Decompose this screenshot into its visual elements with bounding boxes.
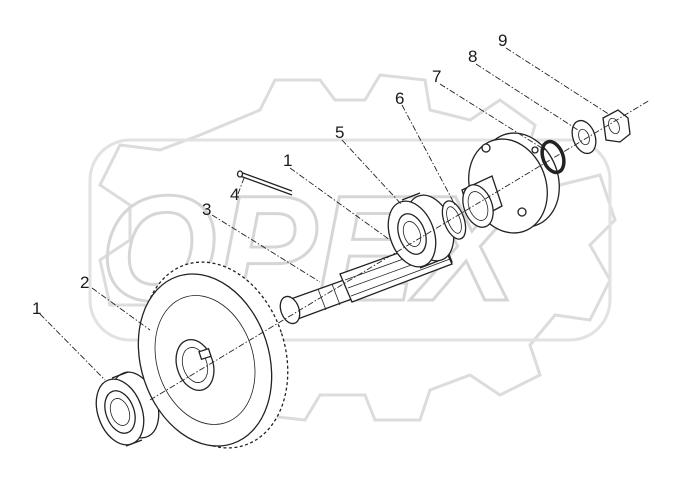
leader-6 [401,104,456,206]
leader-1b [289,167,391,241]
callout-5: 5 [335,123,344,142]
pin [236,170,293,196]
callout-1a: 1 [32,299,41,318]
o-ring [540,139,566,175]
callout-7: 7 [432,67,441,86]
callout-2: 2 [80,273,89,292]
leader-9 [505,47,611,116]
leader-7 [439,83,546,151]
leader-3 [211,214,321,283]
leader-4 [237,177,245,195]
leader-5 [341,139,403,206]
leader-2 [91,287,151,331]
leader-1a [39,313,106,381]
castle-nut [602,109,631,143]
watermark-frame [88,138,612,342]
center-axis [149,99,651,401]
leader-lines [39,47,611,381]
thin-ring [441,200,467,240]
flange [461,132,560,234]
leader-8 [475,63,579,131]
callout-4: 4 [230,185,239,204]
callout-6: 6 [395,89,404,108]
callouts: 1 1 2 3 4 5 6 7 8 9 [32,31,507,318]
large-gear [137,261,289,449]
callout-8: 8 [468,47,477,66]
watermark-gear-outline [98,73,617,422]
callout-9: 9 [498,31,507,50]
callout-1b: 1 [283,151,292,170]
callout-3: 3 [202,200,211,219]
